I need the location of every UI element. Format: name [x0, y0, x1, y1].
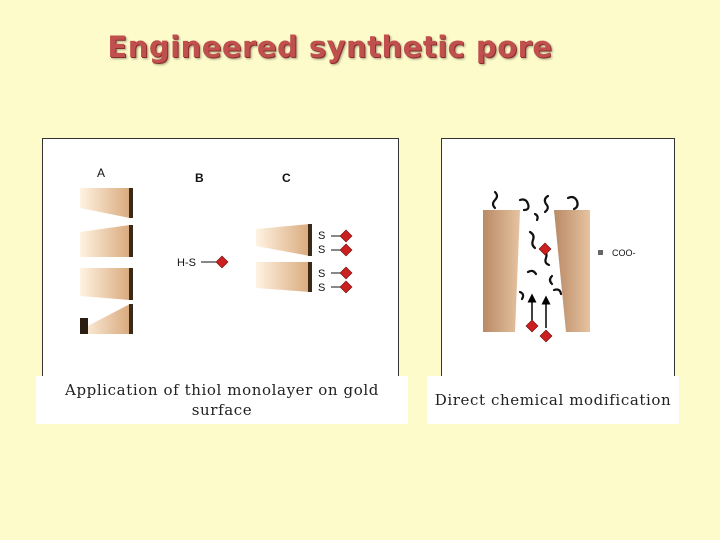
coo-legend-label: COO-	[612, 248, 636, 258]
thiol-diamond-icon	[215, 255, 229, 269]
label-c: C	[282, 171, 291, 185]
thiol-reagent-label: H-S	[177, 257, 196, 269]
sulfur-label-1: S	[318, 230, 325, 242]
coo-legend-marker-icon	[598, 250, 603, 255]
sulfur-label-3: S	[318, 268, 325, 280]
label-b: B	[195, 171, 204, 185]
slide-title: Engineered synthetic pore	[107, 30, 553, 64]
panel-b-thiol	[201, 255, 229, 269]
panel-a-membrane	[80, 188, 133, 334]
panel-c-pore	[256, 224, 353, 294]
caption-chemical-modification: Direct chemical modification	[427, 376, 679, 424]
caption-thiol-monolayer: Application of thiol monolayer on gold s…	[36, 376, 408, 424]
polymer-chains	[491, 190, 579, 301]
right-pore	[483, 190, 603, 343]
sulfur-label-4: S	[318, 282, 325, 294]
label-a: A	[97, 166, 105, 180]
sulfur-label-2: S	[318, 244, 325, 256]
